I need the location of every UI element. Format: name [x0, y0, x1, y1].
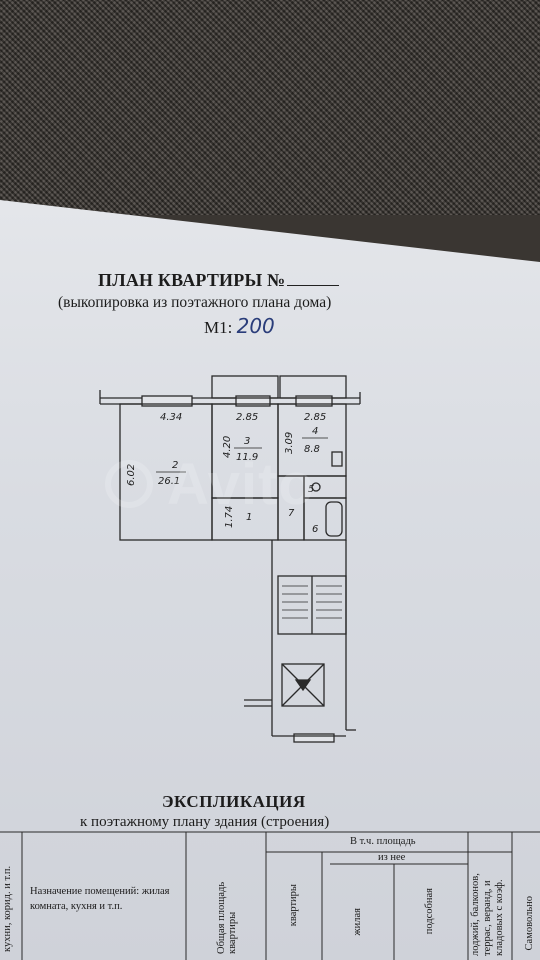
col-aux-header: подсобная [424, 888, 435, 935]
window-opening [141, 395, 193, 407]
room-number: 2 [172, 460, 178, 471]
scale-label: М1: 200 [204, 314, 275, 338]
col-self-header: Самовольно [524, 896, 535, 951]
col-purpose-header: Назначение помещений: жилая комната, кух… [30, 886, 170, 912]
dim-label: 4.20 [222, 436, 233, 458]
explication-table [0, 831, 540, 960]
dim-label: 2.85 [236, 412, 258, 423]
number-blank-line [287, 285, 340, 286]
room-area: 26.1 [158, 476, 180, 487]
col-kitchen-header: кухни, корид. и т.п. [2, 865, 13, 952]
room-number: 4 [312, 426, 318, 437]
col-apartment-header: квартиры [288, 884, 299, 927]
dim-label: 4.34 [160, 412, 182, 423]
paper-sheet [0, 200, 540, 960]
col-balcony-header: лоджий, балконов, террас, веранд, и клад… [470, 873, 505, 956]
plan-subtitle: (выкопировка из поэтажного плана дома) [58, 294, 332, 311]
room-area: 11.9 [236, 452, 258, 463]
room-number: 1 [246, 512, 252, 523]
dim-label: 1.74 [224, 506, 235, 528]
plan-title: ПЛАН КВАРТИРЫ № [98, 270, 340, 291]
sub-header: из нее [378, 852, 406, 863]
scale-value-handwritten: 200 [236, 314, 275, 338]
group-header: В т.ч. площадь [350, 836, 416, 847]
dim-label: 6.02 [126, 464, 137, 486]
room-1-outline [211, 497, 279, 541]
fabric-background [0, 0, 540, 215]
stove-fixture [331, 451, 343, 467]
col-total-header: Общая площадь квартиры [216, 881, 238, 954]
balcony-outline [279, 375, 347, 399]
explication-subtitle: к поэтажному плану здания (строения) [80, 814, 330, 830]
bathtub-fixture [325, 501, 343, 537]
balcony-outline [211, 375, 279, 399]
dim-label: 3.09 [284, 432, 295, 454]
elevator-symbol [294, 679, 312, 692]
room-number: 3 [244, 436, 250, 447]
room-number: 6 [312, 524, 318, 535]
dim-label: 2.85 [304, 412, 326, 423]
toilet-fixture [311, 482, 321, 492]
entrance-opening [293, 733, 335, 743]
window-opening [295, 395, 333, 407]
window-opening [235, 395, 271, 407]
room-area: 8.8 [304, 444, 320, 455]
room-number: 7 [288, 508, 295, 519]
elevator-shaft [281, 663, 325, 707]
room-number: 5 [308, 484, 314, 495]
explication-title: ЭКСПЛИКАЦИЯ [162, 792, 306, 811]
room-6-outline [303, 497, 347, 541]
col-living-header: жилая [352, 908, 363, 936]
